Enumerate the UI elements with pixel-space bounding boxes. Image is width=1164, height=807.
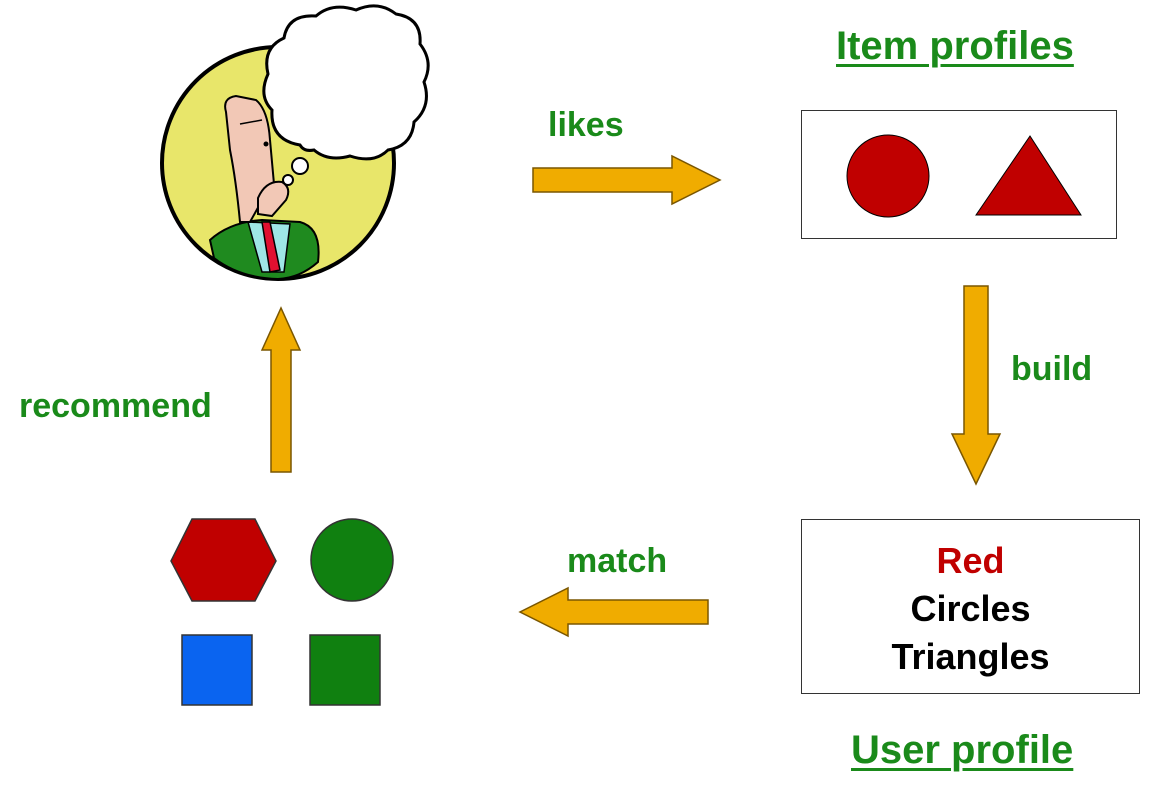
recommend-square-blue	[181, 634, 253, 706]
user-profile-title: User profile	[851, 728, 1074, 772]
recommend-hexagon-red	[170, 518, 277, 602]
item-profiles-title: Item profiles	[836, 24, 1074, 68]
likes-label: likes	[548, 106, 624, 144]
thought-bubble-icon	[262, 4, 430, 186]
item-circle-red	[846, 134, 930, 218]
recommend-label: recommend	[19, 387, 212, 425]
user-profile-attr-shape-1: Circles	[910, 588, 1031, 629]
likes-arrow	[532, 154, 722, 206]
recommend-arrow	[260, 306, 302, 473]
item-profiles-box	[801, 110, 1117, 239]
item-triangle-red	[975, 135, 1082, 216]
user-profile-attr-shape-2: Triangles	[891, 636, 1050, 677]
recommend-square-green	[309, 634, 381, 706]
match-arrow	[518, 586, 709, 638]
match-label: match	[567, 542, 668, 580]
user-profile-attr-color: Red	[936, 540, 1005, 581]
user-profile-box: Red Circles Triangles	[801, 519, 1140, 694]
recommend-circle-green	[310, 518, 394, 602]
build-arrow	[950, 285, 1002, 486]
build-label: build	[1011, 350, 1093, 388]
